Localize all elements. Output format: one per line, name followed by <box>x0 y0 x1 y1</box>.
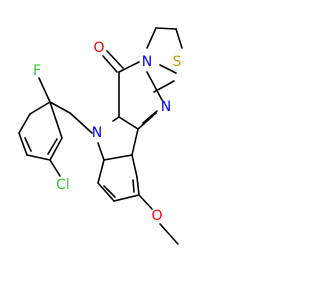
bond <box>97 182 115 202</box>
diagram-background <box>0 0 300 300</box>
bond <box>142 110 158 124</box>
bond <box>146 71 163 101</box>
bond <box>112 116 120 122</box>
bond <box>18 113 31 134</box>
atom-label-n-imine: N <box>161 99 171 115</box>
bond <box>103 154 133 161</box>
bond <box>69 112 93 134</box>
bond-group <box>18 27 183 245</box>
bond <box>49 137 63 161</box>
bond <box>29 101 51 115</box>
bond <box>97 159 105 184</box>
bond <box>118 116 139 130</box>
bond <box>118 61 140 73</box>
atom-label-chlorine: Cl <box>56 177 70 193</box>
bond <box>159 223 179 245</box>
atom-label-s-ring: S <box>173 54 182 70</box>
atom-label-n-amide: N <box>142 54 152 70</box>
bond <box>49 159 61 177</box>
bond <box>18 132 28 156</box>
bond <box>132 179 135 193</box>
atom-label-n-indole: N <box>92 125 102 141</box>
bond <box>102 55 118 73</box>
bond <box>159 64 177 74</box>
bond <box>38 77 51 103</box>
bond <box>138 194 153 210</box>
atom-label-fluorine: F <box>33 63 41 79</box>
bond <box>155 27 177 30</box>
bond <box>47 138 58 155</box>
bond <box>131 154 138 178</box>
atom-label-group: O N S N N F Cl O <box>33 40 182 224</box>
bond <box>103 185 116 198</box>
molecule-structure-diagram: O N S N N F Cl O <box>0 0 300 300</box>
bond <box>49 101 63 139</box>
bond <box>146 27 157 49</box>
atom-label-o-carbonyl: O <box>93 40 104 56</box>
bond <box>175 28 183 49</box>
bond <box>136 176 140 196</box>
bond <box>24 137 32 152</box>
bond <box>113 194 140 202</box>
bond <box>26 154 51 161</box>
atom-label-o-methoxy: O <box>151 208 162 224</box>
bond <box>97 142 105 161</box>
bond <box>137 112 157 130</box>
bond <box>131 128 139 156</box>
bond <box>49 101 71 114</box>
bond <box>106 50 124 69</box>
